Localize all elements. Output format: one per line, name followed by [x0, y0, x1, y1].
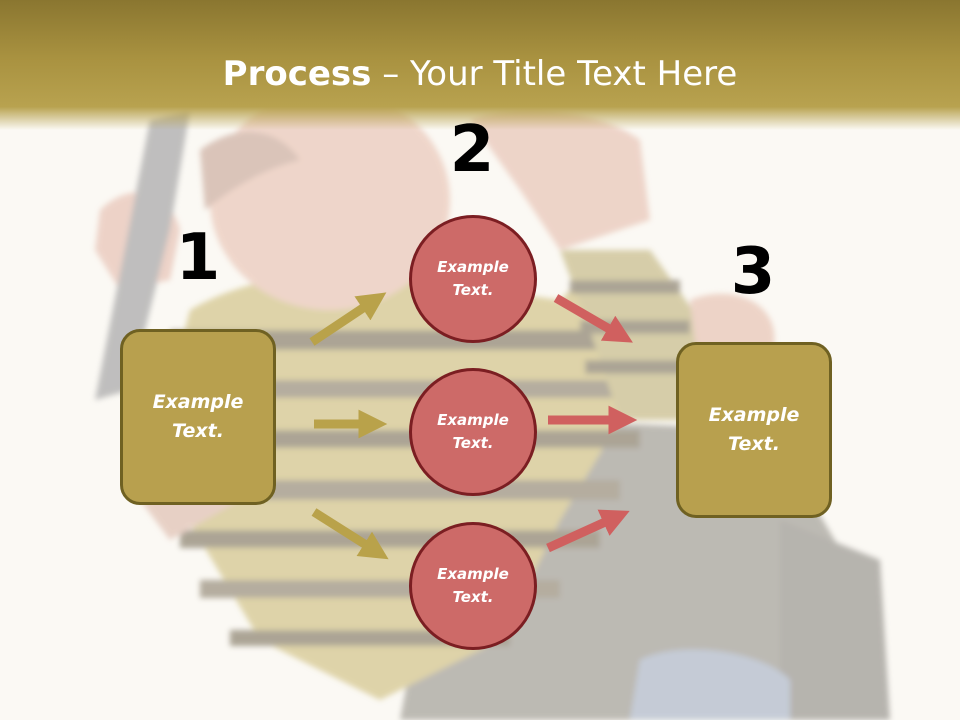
step-1-box-line1: Example: [152, 391, 244, 413]
circle-2-line1: Example: [437, 411, 509, 429]
title-bold: Process: [222, 54, 372, 94]
step-1-box-line2: Text.: [172, 420, 224, 442]
slide-title: Process – Your Title Text Here: [0, 50, 960, 98]
title-band: [0, 0, 960, 130]
circle-3-line1: Example: [437, 565, 509, 583]
step-3-box-line1: Example: [708, 404, 800, 426]
arrow-to-circle-1: [309, 292, 387, 346]
step-3-box-line2: Text.: [728, 433, 780, 455]
step-number-1: 1: [175, 221, 221, 295]
circle-1-line2: Text.: [452, 281, 494, 299]
step-number-2: 2: [449, 113, 495, 187]
circle-3-line2: Text.: [452, 588, 494, 606]
circle-2-line2: Text.: [452, 434, 494, 452]
title-dash: –: [371, 54, 411, 94]
arrow-from-circle-3: [546, 509, 630, 553]
arrow-from-circle-1: [553, 294, 633, 343]
title-rest: Your Title Text Here: [410, 54, 738, 94]
arrow-to-circle-3: [311, 508, 389, 560]
step-number-3: 3: [730, 235, 776, 309]
circle-1-line1: Example: [437, 258, 509, 276]
